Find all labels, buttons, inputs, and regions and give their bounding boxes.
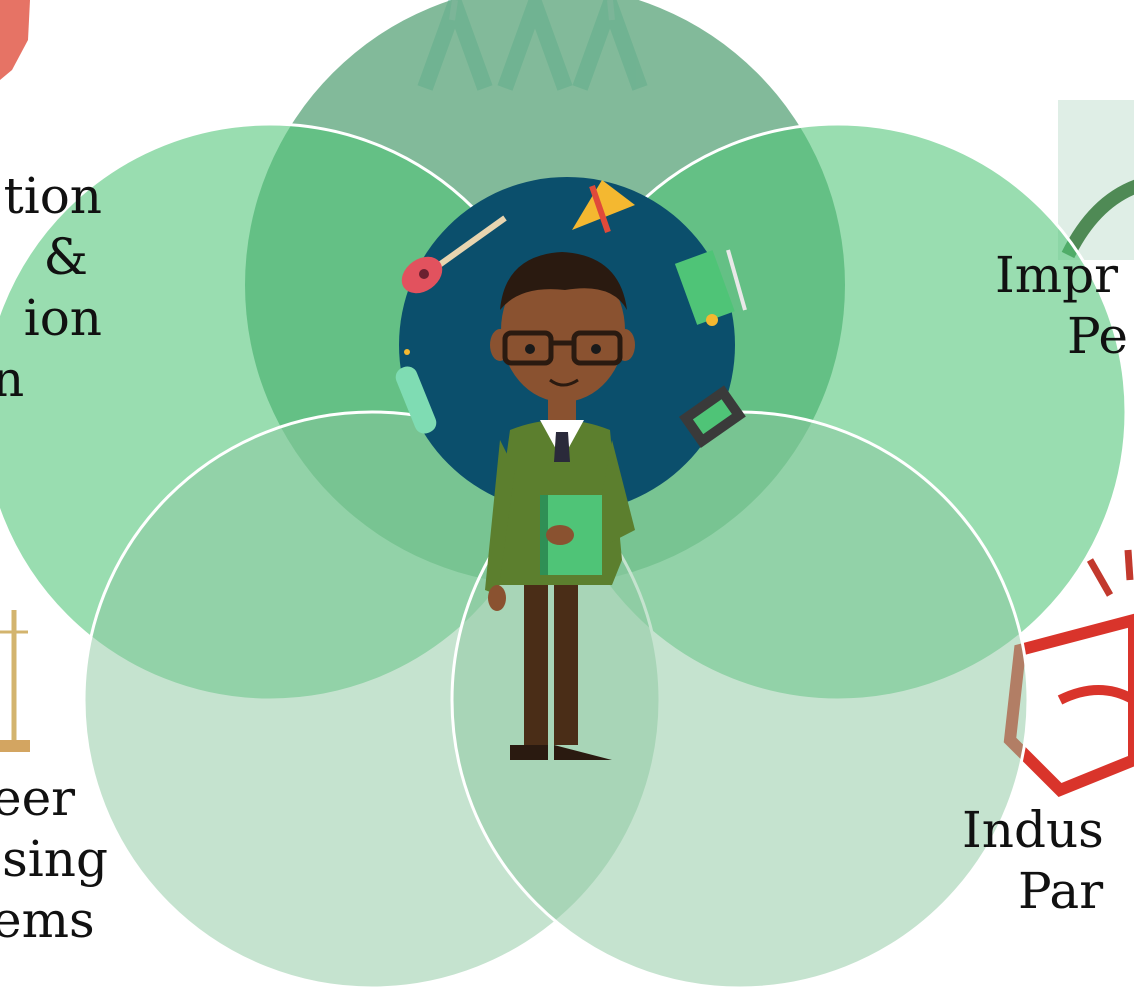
label-top-left: tion & ion n	[0, 166, 102, 410]
label-bottom-right-line-2: Par	[1018, 862, 1104, 920]
diploma-icon	[674, 249, 747, 326]
student-figure	[485, 252, 635, 760]
flask-icon	[395, 349, 437, 434]
label-bottom-right-line-1: Indus	[962, 801, 1104, 859]
protractor-icon	[572, 180, 635, 233]
label-bottom-left-line-1: eer	[0, 769, 76, 827]
label-top-left-line-2: &	[43, 228, 88, 286]
label-top-left-line-4: n	[0, 350, 25, 408]
label-bottom-left: eer sing ems	[0, 768, 108, 951]
label-bottom-left-line-3: ems	[0, 891, 95, 949]
lightbulb-icon	[0, 0, 30, 80]
label-top-right: Impr Pe	[995, 245, 1134, 367]
label-bottom-left-line-2: sing	[2, 830, 108, 888]
label-top-left-line-1: tion	[3, 167, 102, 225]
growth-arrow-icon	[1058, 100, 1134, 260]
label-top-right-line-2: Pe	[1067, 307, 1128, 365]
guitar-icon	[401, 215, 507, 294]
scale-balance-icon	[0, 610, 30, 752]
label-bottom-right: Indus Par	[962, 800, 1134, 922]
label-top-left-line-3: ion	[23, 289, 102, 347]
label-top-right-line-1: Impr	[995, 246, 1119, 304]
palette-icon	[678, 385, 746, 449]
